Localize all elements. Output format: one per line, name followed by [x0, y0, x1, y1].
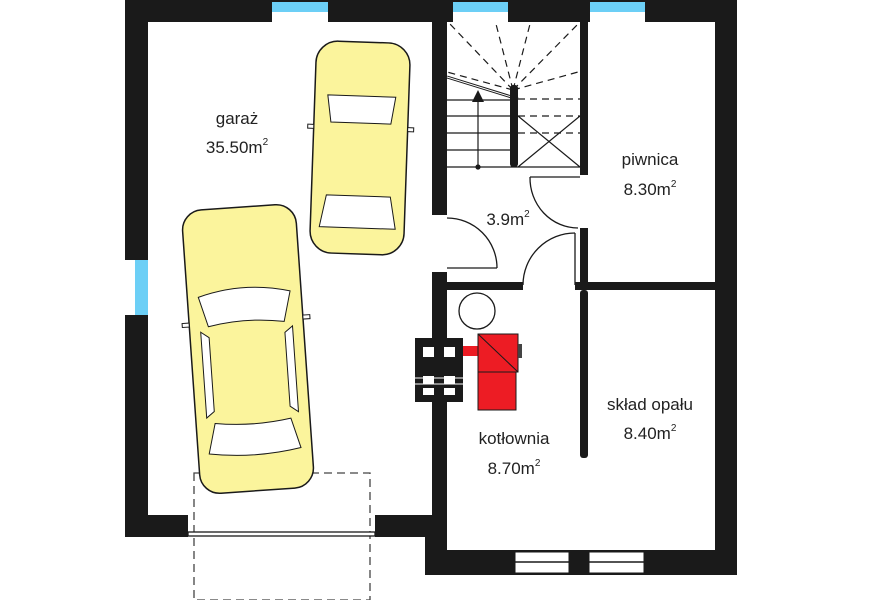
walls [125, 0, 737, 575]
door-garage-hall[interactable] [446, 217, 498, 269]
room-area: 8.30m2 [624, 179, 677, 199]
stair-arrow-icon [472, 90, 484, 102]
door-kotlownia[interactable] [522, 232, 576, 286]
garage-door[interactable] [187, 472, 376, 600]
car-large [181, 203, 315, 495]
water-tank [458, 292, 496, 330]
room-label-hall: 3.9m2 [486, 209, 530, 229]
room-name: kotłownia [479, 429, 550, 448]
door-piwnica[interactable] [529, 176, 580, 229]
room-label-piwnica: piwnica 8.30m2 [622, 150, 679, 199]
chimney [410, 338, 468, 402]
room-label-sklad-opalu: skład opału 8.40m2 [607, 395, 693, 443]
boiler [463, 333, 522, 411]
room-label-kotlownia: kotłownia 8.70m2 [479, 429, 550, 478]
room-label-garaz: garaż 35.50m2 [206, 109, 269, 157]
car-small [307, 40, 415, 256]
room-name: skład opału [607, 395, 693, 414]
room-name: garaż [216, 109, 259, 128]
stair-newel [510, 85, 518, 167]
windows [125, 2, 645, 574]
room-area: 35.50m2 [206, 137, 269, 157]
room-area: 8.70m2 [488, 458, 541, 478]
room-area: 8.40m2 [624, 423, 677, 443]
room-area: 3.9m2 [486, 209, 530, 229]
room-name: piwnica [622, 150, 679, 169]
